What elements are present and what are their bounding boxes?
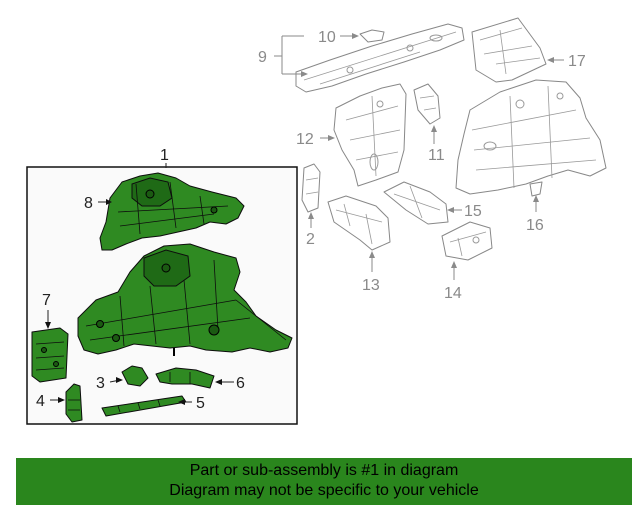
part-17-box[interactable] — [471, 17, 547, 83]
part-16-wheelhouse[interactable] — [455, 79, 607, 197]
callout-8[interactable]: 8 — [84, 195, 93, 212]
callout-7[interactable]: 7 — [42, 292, 51, 309]
arrow-15 — [447, 207, 454, 213]
banner-line-1: Part or sub-assembly is #1 in diagram — [189, 462, 459, 479]
arrow-16 — [533, 195, 539, 202]
part-7-bracket[interactable] — [31, 327, 69, 383]
callout-11[interactable]: 11 — [428, 147, 445, 164]
part-8-upper-apron[interactable] — [99, 172, 245, 251]
callout-6[interactable]: 6 — [236, 375, 245, 392]
callout-4[interactable]: 4 — [36, 393, 45, 410]
arrow-11 — [431, 125, 437, 132]
leader-9 — [274, 35, 304, 75]
callout-15[interactable]: 15 — [464, 203, 482, 220]
arrow-14 — [451, 261, 457, 268]
arrow-6 — [215, 379, 222, 385]
part-13-bracket[interactable] — [327, 195, 391, 251]
part-3-bracket[interactable] — [121, 365, 149, 387]
arrow-5 — [178, 399, 185, 405]
callout-14[interactable]: 14 — [444, 285, 462, 302]
part-11-bracket[interactable] — [413, 83, 441, 125]
arrow-4 — [58, 397, 65, 403]
part-14-bracket[interactable] — [441, 221, 493, 261]
callout-2[interactable]: 2 — [306, 231, 315, 248]
arrow-13 — [369, 251, 375, 258]
arrow-9 — [301, 71, 308, 77]
part-9-upper-rail[interactable] — [295, 23, 465, 93]
part-10-bracket[interactable] — [359, 29, 385, 43]
banner-line-2: Diagram may not be specific to your vehi… — [169, 482, 479, 499]
callout-3[interactable]: 3 — [96, 375, 105, 392]
part-4-bracket[interactable] — [65, 383, 83, 423]
arrow-8 — [106, 199, 112, 205]
part-2-bracket[interactable] — [301, 163, 321, 213]
callout-5[interactable]: 5 — [196, 395, 205, 412]
arrow-10 — [352, 33, 359, 39]
part-6-bracket[interactable] — [155, 367, 215, 389]
arrow-7 — [45, 322, 51, 329]
arrow-2 — [308, 212, 314, 219]
part-lower-rail-assembly[interactable] — [77, 243, 293, 356]
callout-10[interactable]: 10 — [318, 29, 336, 46]
arrow-17 — [547, 57, 554, 63]
parts-diagram: 1 8 7 3 6 — [26, 17, 607, 425]
part-12-apron-panel[interactable] — [333, 83, 407, 187]
callout-1[interactable]: 1 — [160, 147, 169, 164]
arrow-12 — [328, 135, 335, 141]
info-banner: Part or sub-assembly is #1 in diagram Di… — [16, 458, 632, 505]
callout-12[interactable]: 12 — [296, 131, 314, 148]
callout-17[interactable]: 17 — [568, 53, 586, 70]
callout-9[interactable]: 9 — [258, 49, 267, 66]
part-15-bracket[interactable] — [383, 181, 449, 225]
callout-16[interactable]: 16 — [526, 217, 544, 234]
arrow-3 — [116, 377, 123, 383]
callout-13[interactable]: 13 — [362, 277, 380, 294]
